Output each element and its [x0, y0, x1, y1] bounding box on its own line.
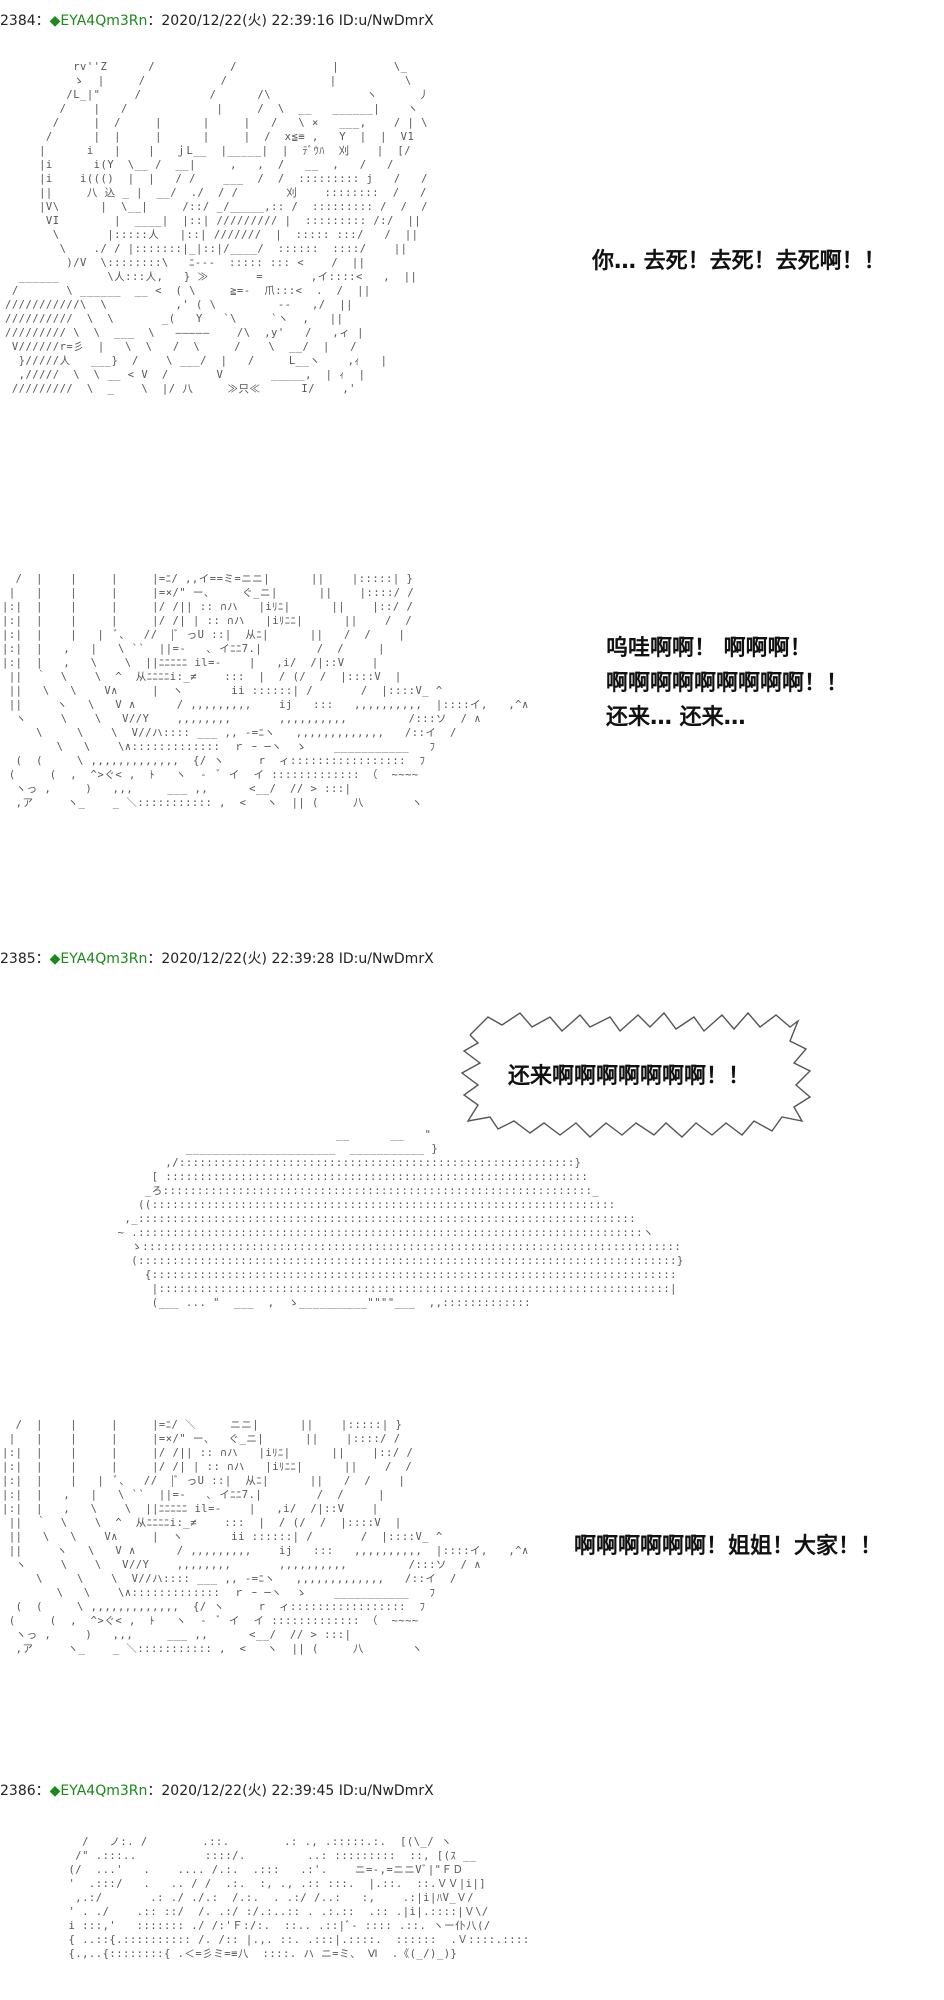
post-trip: ◆EYA4Qm3Rn	[49, 951, 148, 967]
post-header: 2385：◆EYA4Qm3Rn：2020/12/22(火) 22:39:28 I…	[0, 950, 434, 968]
post-separator: ：	[35, 951, 50, 967]
post-trip: ◆EYA4Qm3Rn	[49, 13, 148, 29]
ascii-art-panel-5: / ノ:. / .::. .: ., .:::::.:. [(\_/ ヽ /" …	[68, 1836, 530, 1960]
dialogue-line: 啊啊啊啊啊啊啊啊啊！！	[606, 671, 849, 696]
dialogue-line: 还来… 还来…	[606, 705, 746, 730]
post-number: 2384	[0, 13, 36, 29]
post-datetime: ：2020/12/22(火) 22:39:45 ID:u/NwDmrX	[147, 1783, 434, 1799]
post-separator: ：	[35, 13, 50, 29]
ascii-art-panel-2: / | | | |=ﾆ/ ,,イ==ミ=ニニ| || |:::::| } | |…	[2, 573, 529, 809]
dialogue-line: 啊啊啊啊啊啊！姐姐！大家！！	[574, 1534, 883, 1559]
post-trip: ◆EYA4Qm3Rn	[49, 1783, 148, 1799]
shout-burst-bubble: 还来啊啊啊啊啊啊啊！！	[450, 1005, 822, 1143]
post-number: 2385	[0, 951, 36, 967]
ascii-art-panel-4: / | | | |=ﾆ/ ＼ ニニ| || |:::::| } | | | | …	[2, 1419, 529, 1655]
post-separator: ：	[35, 1783, 50, 1799]
post-number: 2386	[0, 1783, 36, 1799]
dialogue-line: 呜哇啊啊！ 啊啊啊！	[606, 636, 812, 661]
dialogue-line: 你… 去死！去死！去死啊！！	[592, 249, 886, 274]
post-datetime: ：2020/12/22(火) 22:39:28 ID:u/NwDmrX	[147, 951, 434, 967]
ascii-art-panel-1: rv''Z / / | \_ ゝ | / / | \ /L_|" / / /\ …	[5, 61, 430, 395]
post-datetime: ：2020/12/22(火) 22:39:16 ID:u/NwDmrX	[147, 13, 434, 29]
dialogue-line: 还来啊啊啊啊啊啊啊！！	[508, 1064, 751, 1089]
ascii-art-panel-3: __ __ " ______________________ _________…	[117, 1129, 684, 1309]
burst-outline	[460, 1011, 812, 1138]
post-header: 2384：◆EYA4Qm3Rn：2020/12/22(火) 22:39:16 I…	[0, 12, 434, 30]
post-header: 2386：◆EYA4Qm3Rn：2020/12/22(火) 22:39:45 I…	[0, 1782, 434, 1800]
